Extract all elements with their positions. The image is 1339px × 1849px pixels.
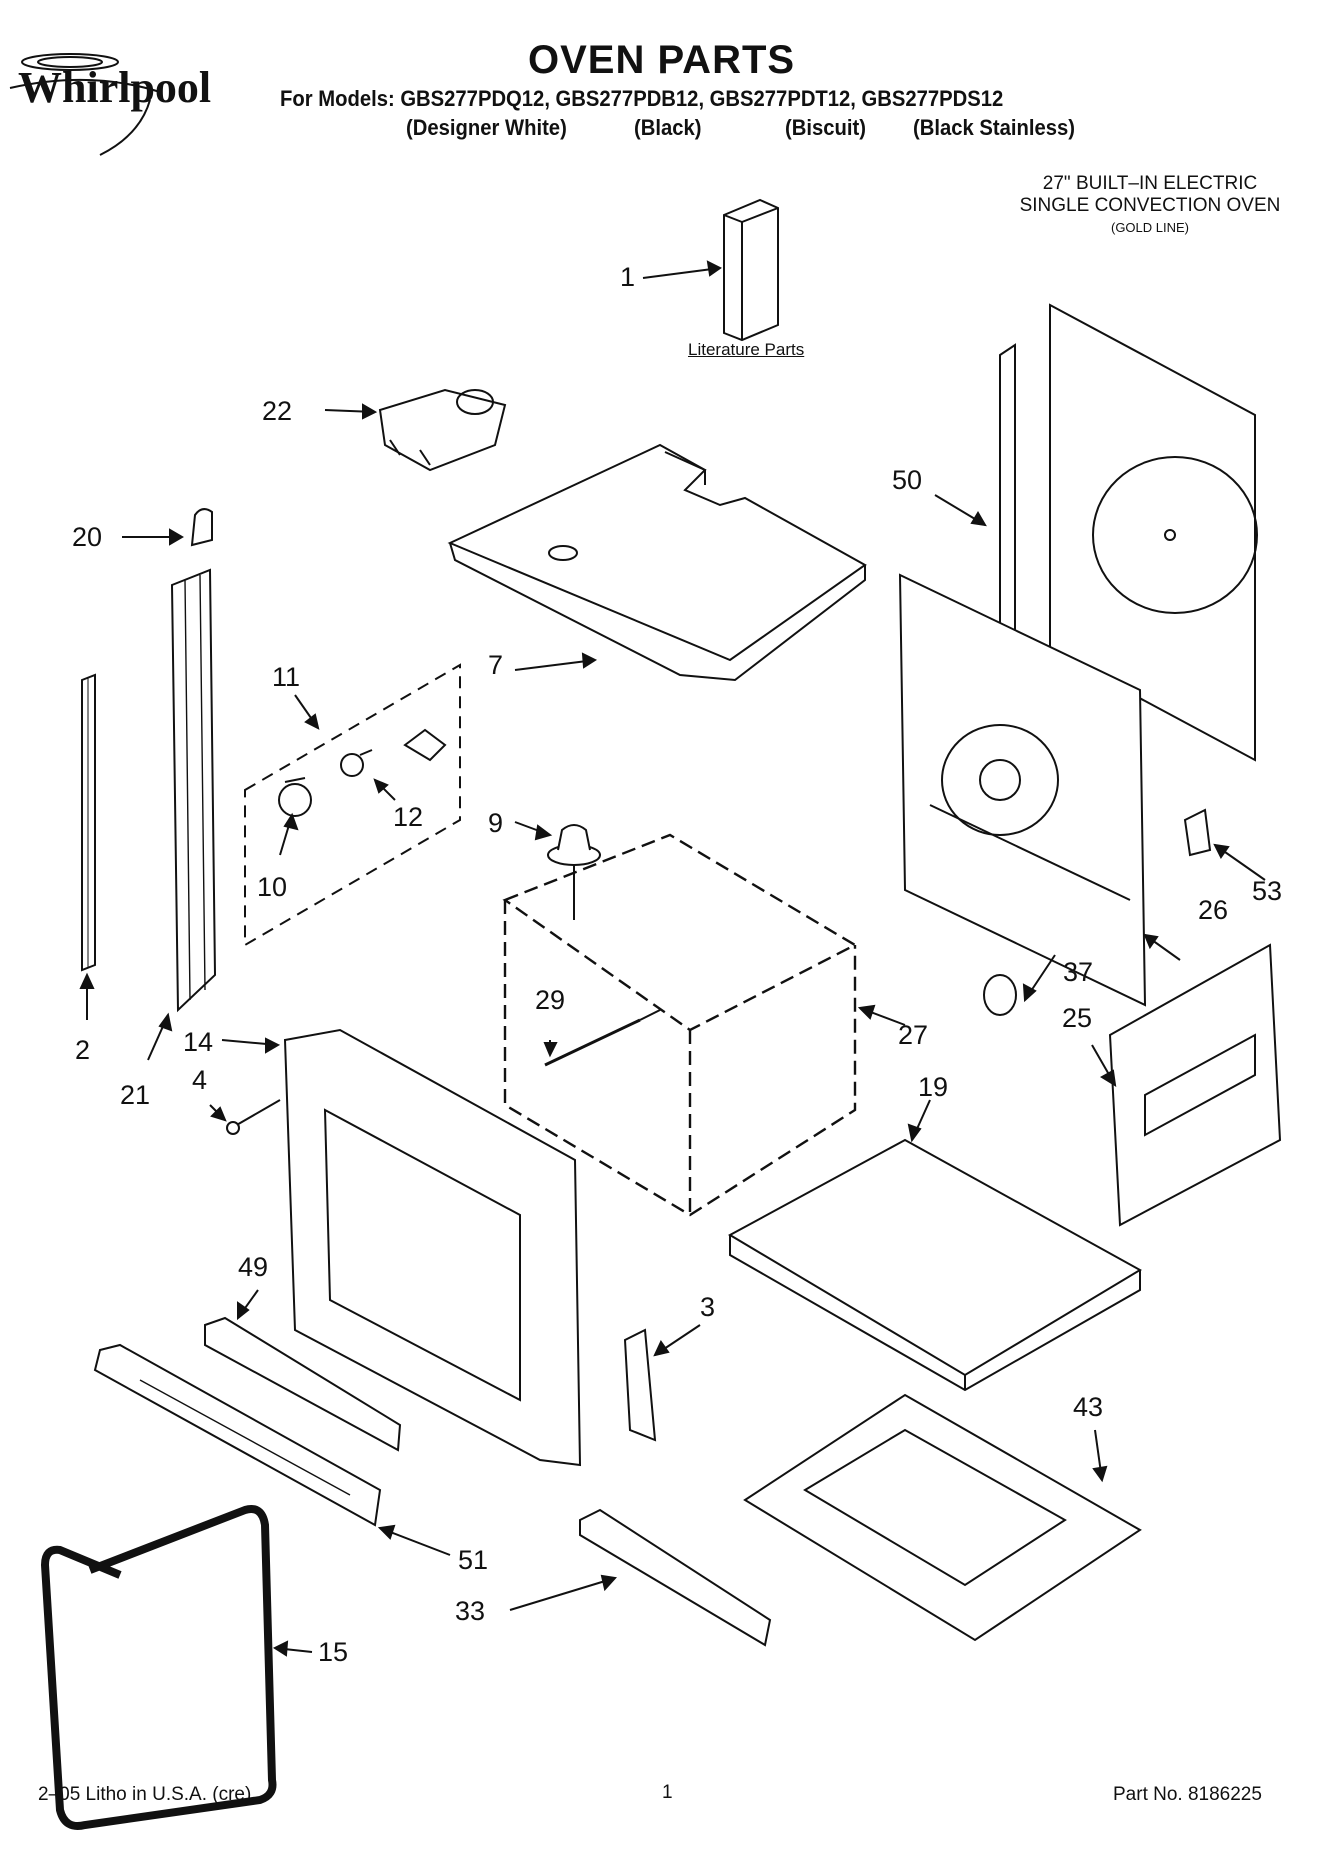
part-43-lower-frame	[743, 1393, 1142, 1642]
brand-logo: Whirlpool	[18, 63, 212, 112]
callout-12: 12	[393, 802, 424, 832]
callout-49: 49	[238, 1252, 269, 1282]
literature-parts-label: Literature Parts	[688, 340, 805, 359]
part-14-front-frame	[283, 1028, 582, 1467]
color-black-stainless: (Black Stainless)	[913, 115, 1075, 140]
callout-9: 9	[488, 808, 504, 838]
literature-parts-book	[723, 198, 779, 342]
callout-37: 37	[1063, 957, 1094, 987]
callout-51: 51	[458, 1545, 489, 1575]
callout-21: 21	[120, 1080, 151, 1110]
part-51-vent-trim	[93, 1343, 382, 1527]
part-15-gasket	[40, 1505, 277, 1830]
callout-2: 2	[75, 1035, 91, 1065]
part-21-channel	[170, 568, 217, 1013]
callout-14: 14	[183, 1027, 214, 1057]
part-27-oven-cavity	[502, 833, 858, 1217]
product-line-3: (GOLD LINE)	[1110, 220, 1189, 235]
part-37-fan-clip	[983, 974, 1017, 1016]
callout-15: 15	[318, 1637, 349, 1667]
callout-27: 27	[898, 1020, 929, 1050]
callout-1: 1	[620, 262, 636, 292]
part-19-bottom-panel	[727, 1138, 1143, 1392]
callout-53: 53	[1252, 876, 1283, 906]
product-description: 27" BUILT–IN ELECTRIC SINGLE CONVECTION …	[990, 173, 1310, 239]
footer-page-number: 1	[662, 1782, 673, 1803]
part-33-rail	[579, 1508, 772, 1647]
callout-10: 10	[257, 872, 288, 902]
product-line-1: 27" BUILT–IN ELECTRIC	[1042, 173, 1258, 194]
product-line-2: SINGLE CONVECTION OVEN	[1019, 195, 1281, 216]
callout-50: 50	[892, 465, 923, 495]
part-2-rod	[81, 673, 96, 972]
part-11-socket	[403, 728, 447, 762]
part-25-side-panel	[1108, 943, 1282, 1227]
part-9-knob	[547, 824, 601, 920]
part-26-convection-panel	[898, 573, 1147, 1007]
callout-43: 43	[1073, 1392, 1104, 1422]
callout-4: 4	[192, 1065, 208, 1095]
callout-7: 7	[488, 650, 504, 680]
part-29-sensor	[544, 1009, 661, 1067]
color-biscuit: (Biscuit)	[785, 115, 866, 140]
part-4-screw	[226, 1099, 281, 1135]
part-50-rear-panel	[999, 303, 1258, 762]
color-black: (Black)	[634, 115, 702, 140]
callout-11: 11	[272, 662, 301, 692]
part-12-bulb	[340, 749, 373, 777]
callout-33: 33	[455, 1596, 486, 1626]
callout-19: 19	[918, 1072, 949, 1102]
leader-arrows	[79, 260, 1266, 1657]
part-49-trim	[204, 1316, 402, 1452]
part-22-switch	[378, 388, 507, 472]
callout-20: 20	[72, 522, 103, 552]
callout-25: 25	[1062, 1003, 1093, 1033]
part-3-bracket	[623, 1328, 657, 1442]
callout-22: 22	[262, 396, 293, 426]
part-11-lamp-group	[244, 663, 461, 947]
footer-litho: 2–05 Litho in U.S.A. (cre)	[38, 1784, 252, 1805]
part-20-clip	[190, 508, 213, 547]
whirlpool-logo-icon	[9, 53, 161, 156]
callout-26: 26	[1198, 895, 1229, 925]
part-10-lens	[278, 777, 312, 817]
page-title: OVEN PARTS	[528, 38, 796, 82]
color-designer-white: (Designer White)	[406, 115, 567, 140]
part-7-top-panel	[447, 443, 867, 682]
models-line: For Models: GBS277PDQ12, GBS277PDB12, GB…	[280, 86, 1004, 111]
part-53-bracket	[1183, 808, 1212, 857]
callout-3: 3	[700, 1292, 716, 1322]
footer-part-number: Part No. 8186225	[1113, 1784, 1262, 1805]
callout-29: 29	[535, 985, 566, 1015]
